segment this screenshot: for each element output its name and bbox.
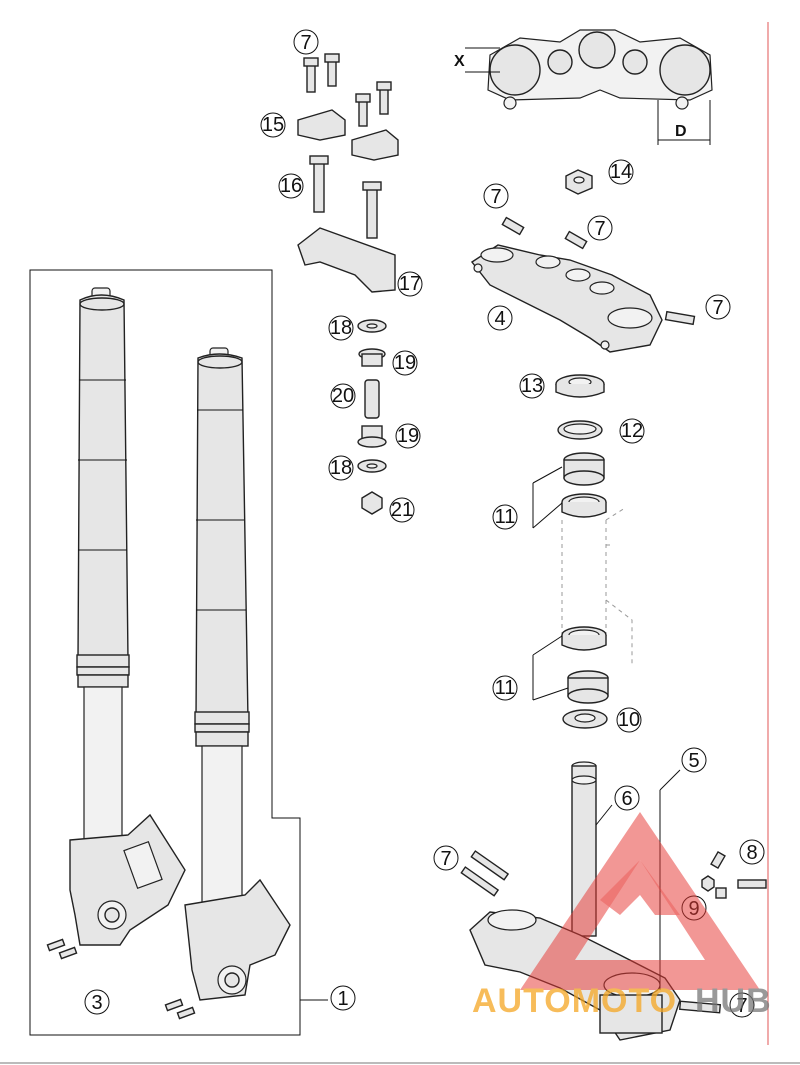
callout-7-c: 7 [587,215,613,241]
svg-text:19: 19 [397,425,419,447]
race-11-b [561,626,607,651]
clamp-lower-17 [297,227,396,293]
washer-18-b [357,459,387,473]
svg-text:5: 5 [688,750,699,772]
callout-1: 1 [330,985,356,1011]
svg-text:19: 19 [394,352,416,374]
fork-leg-right [184,347,291,1001]
bearing-11-b [567,670,609,704]
bush-19-a [358,348,386,367]
triple-clamp-upper-4 [470,244,663,353]
svg-text:11: 11 [495,677,516,699]
callout-21: 21 [389,497,415,523]
dimension-x-label: X [454,53,465,70]
callout-5: 5 [681,747,707,773]
svg-text:16: 16 [280,175,302,197]
bolts-7-top [303,53,392,127]
callout-10: 10 [616,707,642,733]
callout-3: 3 [84,989,110,1015]
callout-7-e: 7 [433,845,459,871]
callout-17: 17 [397,271,423,297]
seal-10 [562,709,608,729]
nut-9 [701,875,727,899]
svg-text:4: 4 [494,308,505,330]
dust-cap-13 [555,374,605,398]
sleeve-20 [364,379,380,419]
callout-7-top: 7 [293,29,319,55]
callout-11-b: 11 [492,675,518,701]
bolt-8 [710,850,767,889]
race-11-a [561,493,607,518]
callout-14: 14 [608,159,634,185]
svg-text:8: 8 [746,842,757,864]
bearing-11-a [563,452,605,486]
svg-text:7: 7 [736,995,747,1017]
svg-text:3: 3 [91,992,102,1014]
callout-18-b: 18 [328,455,354,481]
dimension-d-label: D [675,123,687,140]
callout-4: 4 [487,305,513,331]
svg-text:13: 13 [521,375,543,397]
svg-text:7: 7 [300,32,311,54]
bolts-7-clamp [501,216,696,326]
watermark-text-hub: HUB [695,982,772,1020]
clamp-upper-15 [297,109,399,161]
callout-18-a: 18 [328,315,354,341]
svg-text:7: 7 [490,186,501,208]
svg-text:10: 10 [618,709,640,731]
svg-text:18: 18 [330,317,352,339]
fork-leg-left [69,287,186,946]
callout-8: 8 [739,839,765,865]
callout-19-b: 19 [395,423,421,449]
callout-7-b: 7 [483,183,509,209]
fork-bolts-right [164,998,196,1020]
head-tube-outline [561,507,633,665]
watermark-logo [520,812,760,990]
triple-clamp-top-view [465,29,713,145]
callout-20: 20 [330,383,356,409]
svg-text:17: 17 [399,273,421,295]
seal-12 [557,420,603,440]
svg-text:7: 7 [594,218,605,240]
nut-14 [565,169,593,195]
callout-7-d: 7 [705,294,731,320]
fork-assembly-frame [29,269,301,1036]
svg-text:15: 15 [262,114,284,136]
watermark: AUTOMOTO HUB [472,812,772,1020]
bolts-16 [309,155,382,239]
callout-19-a: 19 [392,350,418,376]
svg-text:18: 18 [330,457,352,479]
washer-18-a [357,319,387,333]
svg-text:21: 21 [391,499,413,521]
svg-text:6: 6 [621,788,632,810]
callout-16: 16 [278,173,304,199]
callout-12: 12 [619,418,645,444]
callout-15: 15 [260,112,286,138]
svg-text:11: 11 [495,506,516,528]
svg-text:14: 14 [610,161,632,183]
svg-text:7: 7 [440,848,451,870]
svg-text:20: 20 [332,385,354,407]
bolts-7-lower [460,850,722,1014]
callout-7-f: 7 [729,992,755,1018]
svg-text:12: 12 [621,420,643,442]
leader-lines [300,466,681,1001]
bush-19-b [357,425,387,448]
callouts: 7 15 16 17 18 19 20 19 18 21 14 7 7 4 7 … [84,29,765,1018]
nut-21 [361,491,383,515]
callout-11-a: 11 [492,504,518,530]
svg-text:7: 7 [712,297,723,319]
callout-13: 13 [519,373,545,399]
callout-6: 6 [614,785,640,811]
svg-text:1: 1 [337,988,348,1010]
fork-bolts-left [46,938,78,960]
watermark-text-automoto: AUTOMOTO [472,982,677,1020]
